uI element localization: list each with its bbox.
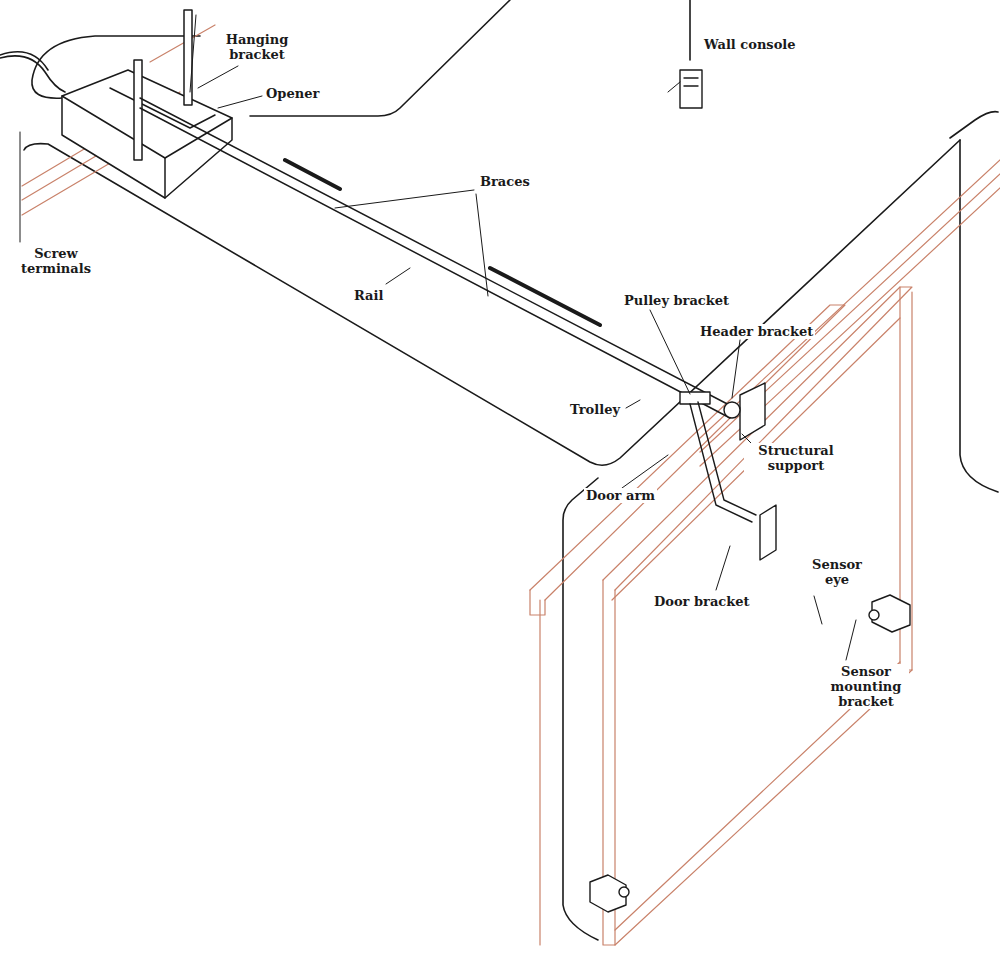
part-label: Hanging bracket [215,32,299,62]
part-label: Opener [264,86,321,101]
part-label: Screw terminals [11,246,101,276]
part-label: Braces [478,174,532,189]
part-label: Wall console [702,37,798,52]
framing [22,25,1000,945]
part-label: Door bracket [652,594,752,609]
part-label: Sensor mounting bracket [823,664,909,709]
opener-unit [62,10,232,198]
part-label: Structural support [744,443,848,473]
part-label: Trolley [568,402,622,417]
part-label: Pulley bracket [622,293,731,308]
part-label: Door arm [584,488,657,503]
part-label: Rail [352,288,385,303]
part-label: Header bracket [698,324,815,339]
rail [140,98,735,418]
door-hardware [680,70,776,560]
sensor-brackets [590,595,910,912]
part-label: Sensor eye [804,557,870,587]
leader-lines [20,66,856,660]
